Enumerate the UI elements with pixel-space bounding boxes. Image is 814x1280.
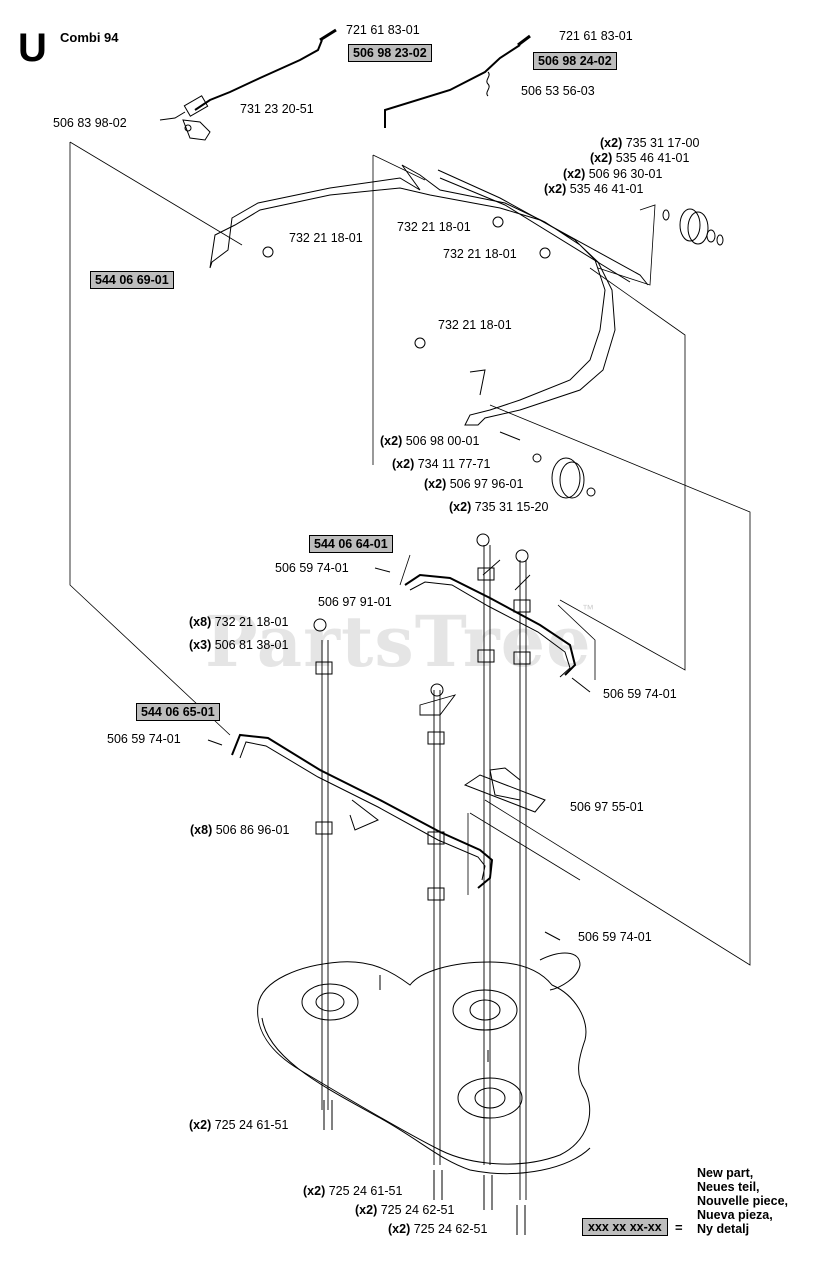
part-label[interactable]: 732 21 18-01: [438, 318, 512, 332]
new-part-label[interactable]: 506 98 24-02: [533, 52, 617, 70]
new-part-label[interactable]: 544 06 69-01: [90, 271, 174, 289]
legend-line: Ny detalj: [697, 1222, 750, 1236]
mower-deck: [257, 952, 591, 1175]
legend-equals: =: [675, 1220, 683, 1235]
gauge-wheel: [499, 431, 596, 499]
part-label[interactable]: 506 83 98-02: [53, 116, 127, 130]
hanger-rods: [321, 545, 531, 1200]
legend: New part, Neues teil, Nouvelle piece, Nu…: [697, 1166, 788, 1236]
part-label[interactable]: (x2) 725 24 61-51: [303, 1184, 403, 1198]
new-part-label[interactable]: 506 98 23-02: [348, 44, 432, 62]
cable-rod-1: [159, 28, 337, 141]
nuts: [262, 216, 551, 697]
guide-lines: [69, 141, 751, 966]
part-label[interactable]: 732 21 18-01: [289, 231, 363, 245]
part-label[interactable]: (x2) 725 24 61-51: [189, 1118, 289, 1132]
front-rod-lower: [231, 733, 494, 889]
part-label[interactable]: 506 97 55-01: [570, 800, 644, 814]
part-label[interactable]: 731 23 20-51: [240, 102, 314, 116]
part-label[interactable]: 506 97 91-01: [318, 595, 392, 609]
watermark-text: PartsTree: [205, 600, 592, 683]
part-label[interactable]: (x2) 735 31 15-20: [449, 500, 549, 514]
idler-pulley: [662, 208, 724, 246]
bracket-plate: [463, 767, 546, 813]
cable-rod-2: [384, 34, 531, 128]
lift-arm: [209, 164, 649, 426]
legend-sample-box: xxx xx xx-xx: [582, 1218, 668, 1236]
part-label[interactable]: 506 59 74-01: [578, 930, 652, 944]
part-label[interactable]: 506 53 56-03: [521, 84, 595, 98]
part-label[interactable]: (x2) 735 31 17-00: [600, 136, 700, 150]
part-label[interactable]: (x2) 506 97 96-01: [424, 477, 524, 491]
part-label[interactable]: 732 21 18-01: [397, 220, 471, 234]
page-title: Combi 94: [60, 30, 119, 45]
legend-line: New part,: [697, 1166, 754, 1180]
legend-line: Nueva pieza,: [697, 1208, 773, 1222]
new-part-label[interactable]: 544 06 64-01: [309, 535, 393, 553]
part-label[interactable]: (x2) 535 46 41-01: [590, 151, 690, 165]
part-label[interactable]: (x2) 725 24 62-51: [388, 1222, 488, 1236]
part-label[interactable]: (x2) 734 11 77-71: [392, 457, 491, 471]
legend-line: Nouvelle piece,: [697, 1194, 789, 1208]
part-label[interactable]: (x8) 506 86 96-01: [190, 823, 290, 837]
part-label[interactable]: 721 61 83-01: [559, 29, 633, 43]
watermark-trademark: ™: [582, 602, 594, 616]
part-label[interactable]: 721 61 83-01: [346, 23, 420, 37]
new-part-label[interactable]: 544 06 65-01: [136, 703, 220, 721]
part-label[interactable]: (x3) 506 81 38-01: [189, 638, 289, 652]
part-label[interactable]: 732 21 18-01: [443, 247, 517, 261]
part-label[interactable]: (x2) 506 96 30-01: [563, 167, 663, 181]
rod-blocks: [315, 567, 531, 901]
legend-line: Neues teil,: [697, 1180, 760, 1194]
part-label[interactable]: 506 59 74-01: [603, 687, 677, 701]
section-letter: U: [18, 26, 47, 70]
part-label[interactable]: 506 59 74-01: [107, 732, 181, 746]
part-label[interactable]: (x2) 506 98 00-01: [380, 434, 480, 448]
part-label[interactable]: (x2) 725 24 62-51: [355, 1203, 455, 1217]
part-label[interactable]: (x8) 732 21 18-01: [189, 615, 289, 629]
part-label[interactable]: (x2) 535 46 41-01: [544, 182, 644, 196]
part-label[interactable]: 506 59 74-01: [275, 561, 349, 575]
bolts: [207, 567, 591, 1235]
